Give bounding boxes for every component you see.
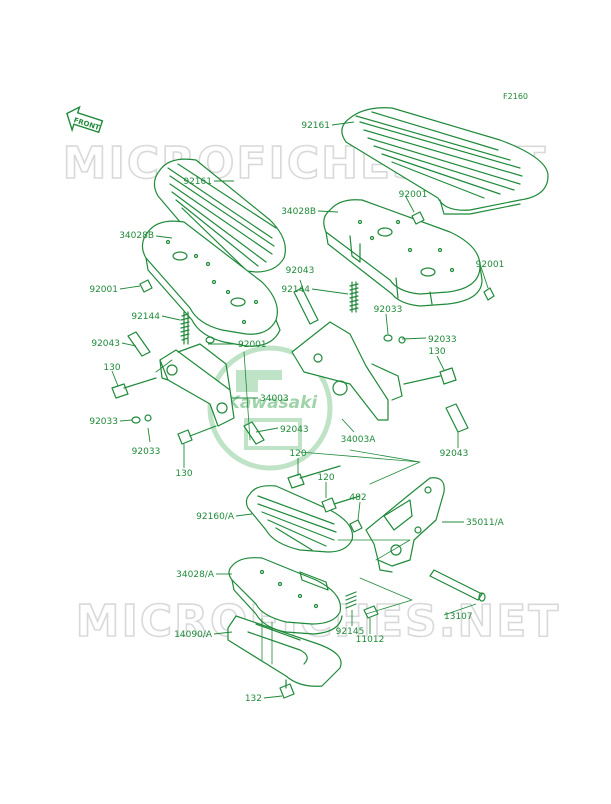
callout-92043-left: 92043 (91, 339, 120, 349)
callout-11012: 11012 (356, 635, 385, 645)
callout-92145: 92145 (336, 627, 365, 637)
callout-92033-right-a: 92033 (374, 305, 403, 315)
callout-130-left: 130 (103, 363, 120, 373)
right-spring (349, 281, 359, 313)
lower-floorboard (228, 557, 343, 635)
front-arrow-icon: FRONT (66, 105, 104, 134)
callout-14090a: 14090/A (174, 630, 213, 640)
lower-rubber-pad (245, 485, 354, 553)
callout-92043-mid: 92043 (280, 425, 309, 435)
callout-leaders (111, 121, 489, 699)
lower-cover (227, 615, 342, 687)
callout-34003: 34003 (260, 394, 289, 404)
diagram-code: F2160 (503, 92, 528, 101)
callout-92001-left: 92001 (89, 285, 118, 295)
callout-34028b-right: 34028B (281, 207, 316, 217)
callout-130-right: 130 (428, 347, 445, 357)
right-pins (139, 211, 495, 433)
guide-lines (155, 351, 421, 665)
part-drawings (111, 107, 549, 699)
callout-132: 132 (245, 694, 262, 704)
callout-92033-right-b: 92033 (428, 335, 457, 345)
left-pins (111, 331, 265, 445)
callout-92160a: 92160/A (196, 512, 235, 522)
callout-13107: 13107 (444, 612, 473, 622)
part-labels: 92161 92161 92001 34028B 34028B 92001 92… (89, 121, 504, 704)
lower-shaft (429, 569, 486, 602)
callout-35011a: 35011/A (466, 518, 505, 528)
right-floorboard (323, 199, 483, 307)
callout-92043-right-top: 92043 (286, 266, 315, 276)
left-bracket (159, 343, 235, 427)
callout-92161-right: 92161 (301, 121, 330, 131)
lower-bracket (365, 477, 445, 573)
callout-34028b-left: 34028B (119, 231, 154, 241)
left-rubber-pad (153, 158, 286, 273)
callout-92144-left: 92144 (131, 312, 160, 322)
left-spring (180, 311, 190, 345)
callout-92161-left: 92161 (183, 177, 212, 187)
right-bracket (291, 321, 403, 421)
callout-34003a: 34003A (341, 435, 377, 445)
callout-92001-mid: 92001 (238, 340, 267, 350)
callout-92033-left-a: 92033 (89, 417, 118, 427)
callout-482: 482 (349, 493, 366, 503)
callout-34028a: 34028/A (176, 570, 215, 580)
callout-92001-right-top: 92001 (399, 190, 428, 200)
lower-small-parts (279, 465, 379, 699)
callout-92033-left-b: 92033 (132, 447, 161, 457)
right-rubber-pad (341, 107, 549, 215)
callout-120-b: 120 (317, 473, 334, 483)
callout-92001-right: 92001 (476, 260, 505, 270)
callout-130-bottom: 130 (175, 469, 192, 479)
callout-92043-right: 92043 (440, 449, 469, 459)
callout-120-a: 120 (289, 449, 306, 459)
left-floorboard (141, 220, 281, 347)
callout-92144-right: 92144 (281, 285, 310, 295)
